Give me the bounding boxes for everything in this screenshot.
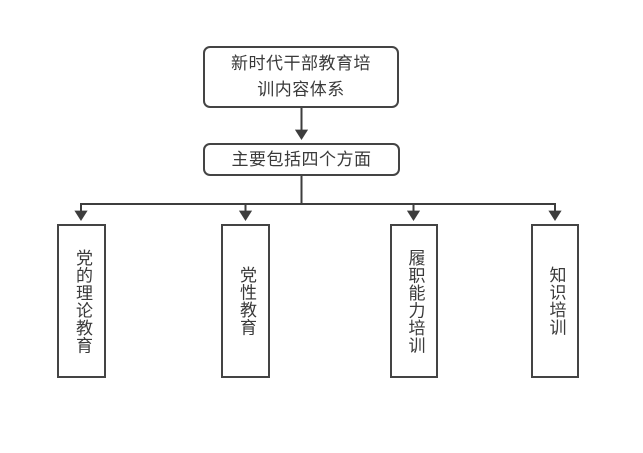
node-branch-knowledge-training: 知识培训 (531, 224, 579, 378)
node-subtitle-label: 主要包括四个方面 (231, 149, 372, 170)
node-branch-3-label: 知识培训 (545, 266, 566, 336)
node-subtitle: 主要包括四个方面 (203, 143, 400, 176)
node-branch-0-label: 党的理论教育 (72, 248, 92, 354)
node-branch-party-theory-education: 党的理论教育 (57, 224, 106, 378)
node-branch-job-capability-training: 履职能力培训 (390, 224, 438, 378)
node-root: 新时代干部教育培 训内容体系 (203, 46, 399, 108)
node-root-label: 新时代干部教育培 训内容体系 (231, 54, 371, 100)
node-branch-2-label: 履职能力培训 (404, 248, 425, 354)
node-branch-party-spirit-education: 党性教育 (221, 224, 270, 378)
node-branch-1-label: 党性教育 (236, 266, 256, 336)
